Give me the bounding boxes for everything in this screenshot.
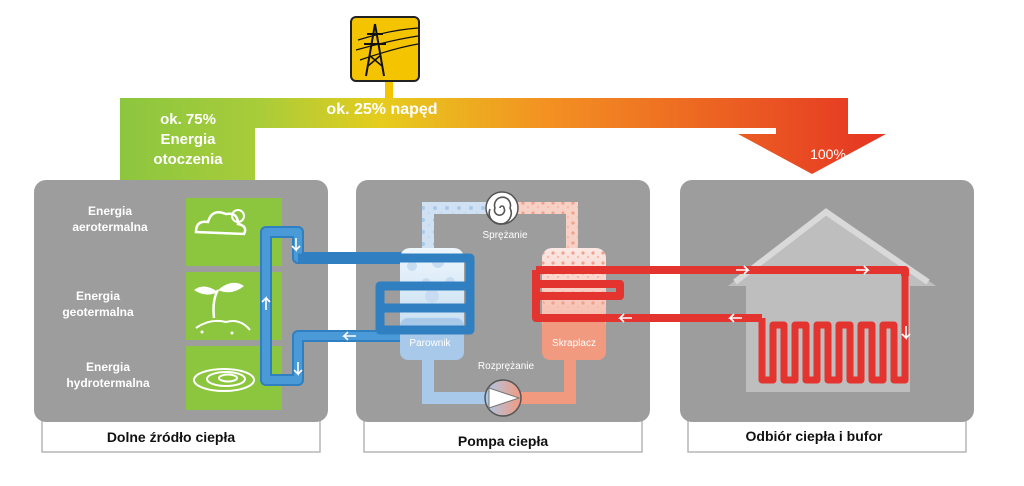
evaporator-coil bbox=[298, 253, 475, 313]
water-ripple-icon bbox=[193, 368, 255, 392]
energy-flow-arrow bbox=[120, 98, 886, 180]
cloud-sun-icon bbox=[194, 209, 247, 236]
receiver-caption: Odbiór ciepła i bufor bbox=[746, 428, 883, 444]
source-geo-line2: geotermalna bbox=[62, 305, 134, 319]
source-hydro-line2: hydrotermalna bbox=[66, 376, 150, 390]
condenser-label: Skraplacz bbox=[552, 338, 596, 349]
power-pylon-icon bbox=[350, 16, 420, 98]
evaporator-coil-lower bbox=[375, 286, 475, 335]
ambient-energy-label-2: otoczenia bbox=[153, 151, 223, 168]
floor-heating-coil bbox=[758, 272, 909, 384]
expansion-valve-icon bbox=[484, 379, 522, 417]
total-percent-label: 100% bbox=[810, 146, 846, 162]
source-geo-line1: Energia bbox=[76, 289, 120, 303]
heating-loop-pipe bbox=[532, 266, 909, 322]
drive-percent-label: ok. 25% napęd bbox=[326, 101, 437, 118]
source-hydro-line1: Energia bbox=[86, 360, 130, 374]
compression-label: Sprężanie bbox=[482, 230, 527, 241]
ambient-energy-label-1: Energia bbox=[160, 131, 216, 148]
expansion-label: Rozprężanie bbox=[478, 361, 535, 372]
compressor-icon bbox=[485, 191, 519, 225]
seedling-icon bbox=[194, 282, 251, 335]
source-aero-line2: aerotermalna bbox=[72, 220, 148, 234]
evaporator-label: Parownik bbox=[409, 338, 451, 349]
ambient-percent-label: ok. 75% bbox=[160, 111, 216, 128]
flow-direction-arrows bbox=[261, 238, 911, 376]
pump-caption: Pompa ciepła bbox=[458, 433, 548, 449]
source-aero-line1: Energia bbox=[88, 204, 132, 218]
source-caption: Dolne źródło ciepła bbox=[107, 429, 236, 445]
refrigerant-circuit bbox=[422, 202, 578, 404]
